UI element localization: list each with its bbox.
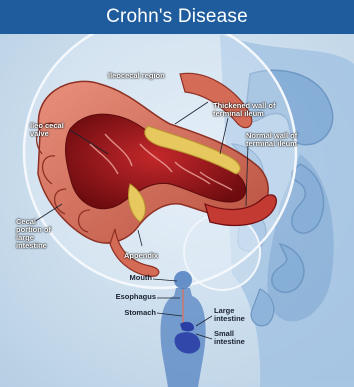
label-mouth: Mouth (108, 274, 152, 282)
label-esophagus: Esophagus (96, 293, 156, 301)
label-large-intestine: Large intestine (214, 307, 258, 323)
crohns-illustration (0, 34, 354, 387)
label-stomach: Stomach (96, 309, 156, 317)
label-cecal-portion: Cecal portion of large intestine (16, 218, 58, 250)
label-small-intestine: Small intestine (214, 330, 258, 346)
title-bar: Crohn's Disease (0, 0, 354, 36)
label-normal-wall: Normal wall of terminal ileum (246, 132, 312, 148)
label-appendix: Appendix (124, 252, 184, 260)
label-ileocecal-region: Ileocecal region (108, 72, 194, 80)
page-title: Crohn's Disease (0, 6, 354, 28)
label-thickened-wall: Thickened wall of terminal ileum (213, 102, 279, 118)
label-ileocecal-valve: Ileo cecal valve (30, 122, 70, 138)
